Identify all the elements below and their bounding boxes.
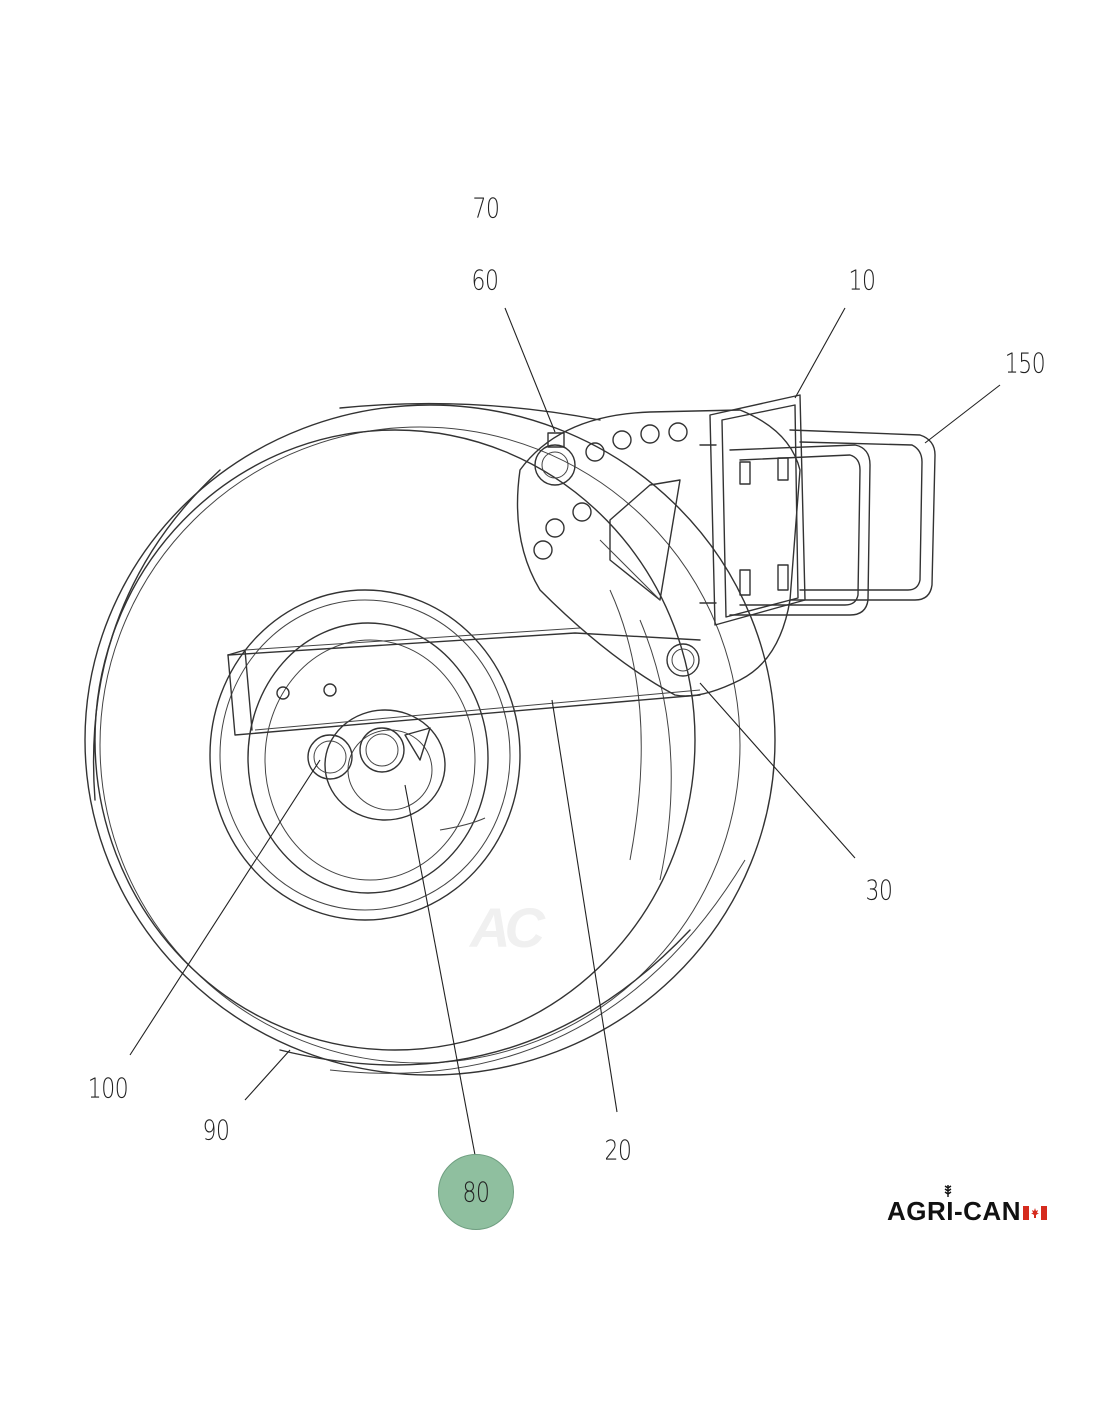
callout-80-highlight <box>438 1154 514 1230</box>
leader-100 <box>129 759 321 1056</box>
brand-logo: AGRI-CAN <box>887 1196 1047 1227</box>
callout-70[interactable]: 70 <box>472 191 500 225</box>
arm-tube <box>227 627 701 736</box>
tire <box>84 402 776 1076</box>
wheat-icon <box>944 1185 952 1197</box>
leader-150 <box>924 384 1001 444</box>
leader-60 <box>504 307 556 433</box>
callout-100[interactable]: 100 <box>87 1071 129 1105</box>
leader-90 <box>244 1049 291 1101</box>
leader-80 <box>404 784 476 1156</box>
callout-60[interactable]: 60 <box>471 263 499 297</box>
hub-bolts <box>307 727 431 780</box>
callout-80[interactable]: 80 <box>462 1175 490 1209</box>
callout-150[interactable]: 150 <box>1004 346 1046 380</box>
callout-10[interactable]: 10 <box>848 263 876 297</box>
leader-20 <box>551 699 618 1113</box>
callout-90[interactable]: 90 <box>202 1113 230 1147</box>
u-bolts <box>699 429 936 616</box>
leader-30 <box>699 682 856 859</box>
watermark-logo: AC <box>470 896 545 959</box>
leader-10 <box>794 307 846 399</box>
leader-lines <box>129 307 1001 1156</box>
callout-20[interactable]: 20 <box>604 1133 632 1167</box>
canada-flag-icon <box>1023 1206 1047 1221</box>
callout-30[interactable]: 30 <box>865 873 893 907</box>
brand-name: AGRI-CAN <box>887 1196 1021 1226</box>
swivel-plate <box>516 409 801 697</box>
